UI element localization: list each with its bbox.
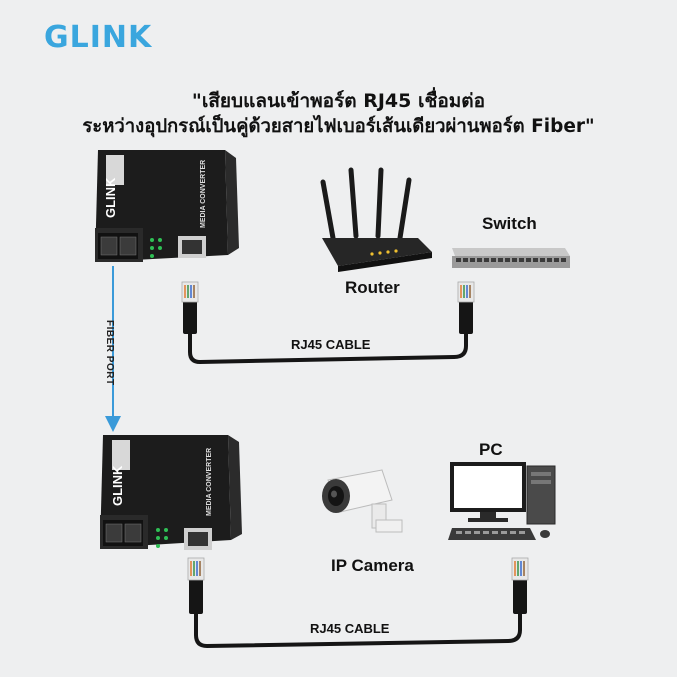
headline: "เสียบแลนเข้าพอร์ต RJ45 เชื่อมต่อ ระหว่า… [0,88,677,140]
converter-top-title: MEDIA CONVERTER [200,160,207,228]
rj45-cable-bottom [187,557,529,649]
converter-bottom-title: MEDIA CONVERTER [206,448,213,516]
glink-logo: GLINK [44,20,153,55]
switch-icon [452,248,570,268]
pc-label: PC [479,440,503,459]
media-converter-bottom: GLINK MEDIA CONVERTER [100,435,242,550]
router-icon [320,167,432,272]
ip-camera-icon [322,469,403,533]
fiber-port-label: FIBER PORT [104,320,115,386]
media-converter-top: GLINK MEDIA CONVERTER [95,150,239,262]
switch-label: Switch [482,214,537,233]
rj45-cable-top [181,281,475,365]
headline-line-1: "เสียบแลนเข้าพอร์ต RJ45 เชื่อมต่อ [191,90,486,112]
pc-icon [448,462,556,540]
converter-bottom-brand: GLINK [110,465,125,506]
rj45-cable-bottom-label: RJ45 CABLE [310,621,390,636]
converter-top-brand: GLINK [103,177,118,218]
headline-line-2: ระหว่างอุปกรณ์เป็นคู่ด้วยสายไฟเบอร์เส้นเ… [82,116,595,137]
ip-camera-label: IP Camera [331,556,414,575]
rj45-cable-top-label: RJ45 CABLE [291,337,371,352]
router-label: Router [345,278,400,297]
